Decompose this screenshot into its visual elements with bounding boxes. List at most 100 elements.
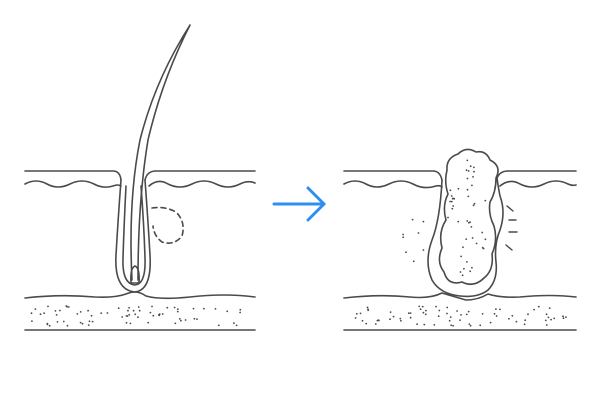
texture-dot [416, 323, 418, 326]
texture-dot [562, 317, 565, 320]
texture-dot [545, 313, 548, 316]
texture-dot [421, 305, 424, 308]
texture-dot [67, 306, 70, 308]
texture-dot [214, 308, 217, 310]
skin-surface-line-left-right [144, 170, 256, 181]
hair-shaft [130, 24, 191, 281]
texture-dot [472, 176, 474, 178]
texture-dot [235, 324, 238, 327]
texture-dot [76, 313, 79, 315]
texture-dot [461, 274, 464, 277]
texture-dot [465, 313, 468, 316]
plug-outer-wall [427, 177, 504, 298]
dermis-dots-left [30, 305, 242, 327]
texture-dot [56, 321, 59, 323]
texture-dot [448, 319, 451, 322]
texture-dot [484, 238, 487, 241]
texture-dot [374, 323, 377, 325]
texture-dot [217, 324, 220, 327]
texture-dot [515, 320, 518, 323]
texture-dot [547, 316, 550, 319]
texture-dot [366, 306, 369, 309]
texture-dot [471, 237, 474, 239]
texture-dot [149, 311, 152, 314]
texture-dot [405, 251, 407, 254]
texture-dot [355, 312, 358, 315]
texture-dot [365, 322, 368, 325]
texture-dot [463, 267, 465, 270]
texture-dot [128, 306, 131, 309]
inflammation-marks [505, 205, 518, 251]
texture-dot [495, 315, 498, 317]
texture-dot [399, 317, 402, 320]
skin-surface-line-right-b [496, 170, 577, 179]
texture-dot [450, 324, 453, 327]
texture-dot [499, 308, 501, 311]
texture-dot [466, 188, 469, 191]
texture-dot [137, 306, 140, 308]
arrow-head [306, 186, 326, 222]
texture-dot [178, 318, 181, 320]
arrow-right-icon [272, 186, 326, 222]
texture-dot [473, 166, 475, 169]
texture-dot [469, 324, 472, 327]
texture-dot [134, 313, 137, 316]
texture-dot [469, 270, 472, 273]
texture-dot [128, 313, 131, 316]
texture-dot [489, 321, 492, 324]
texture-dot [409, 312, 412, 314]
epidermis-wave-right-b [499, 180, 577, 188]
texture-dot [447, 216, 449, 219]
texture-dot [30, 312, 33, 315]
texture-dot [479, 324, 482, 327]
texture-dot [129, 322, 132, 325]
texture-dot [459, 319, 461, 321]
plug-inner-mass [438, 148, 499, 286]
texture-dot [377, 319, 380, 322]
texture-dot [466, 261, 468, 263]
texture-dot [193, 317, 196, 320]
texture-dot [31, 320, 33, 322]
texture-dot [544, 319, 547, 322]
texture-dot [158, 314, 161, 317]
texture-dot [481, 313, 484, 315]
texture-dot [34, 308, 37, 310]
texture-dot [449, 316, 452, 318]
texture-dot [473, 170, 475, 173]
sebaceous-gland-dashed [151, 206, 184, 244]
follicle-inner-wall [122, 185, 146, 286]
texture-dot [239, 308, 242, 311]
texture-dot [446, 306, 449, 309]
texture-dot [239, 311, 242, 314]
texture-dot [511, 314, 514, 317]
texture-dot [527, 313, 529, 316]
texture-dot [402, 236, 405, 239]
hair-bulb [130, 265, 140, 284]
texture-dot [176, 308, 179, 311]
skin-surface-line-left [24, 170, 122, 181]
texture-dot [81, 322, 84, 325]
texture-dot [523, 323, 526, 326]
texture-dot [46, 323, 49, 326]
texture-dot [465, 169, 468, 172]
texture-dot [462, 246, 464, 249]
texture-dot [43, 312, 45, 314]
texture-dot [452, 324, 454, 327]
texture-dot [91, 320, 94, 323]
texture-dot [389, 318, 391, 321]
texture-dot [460, 255, 462, 258]
plug-dots [447, 159, 487, 277]
texture-dot [449, 189, 452, 192]
texture-dot [451, 197, 454, 200]
texture-dot [54, 310, 57, 312]
texture-dot [451, 207, 454, 210]
texture-dot [409, 316, 412, 319]
texture-dot [469, 165, 472, 168]
texture-dot [125, 315, 128, 317]
texture-dot [121, 316, 124, 318]
texture-dot [453, 197, 456, 200]
texture-dot [437, 315, 440, 318]
texture-dot [354, 317, 357, 319]
texture-dot [125, 321, 128, 324]
inflammation-mark-4 [505, 244, 513, 251]
